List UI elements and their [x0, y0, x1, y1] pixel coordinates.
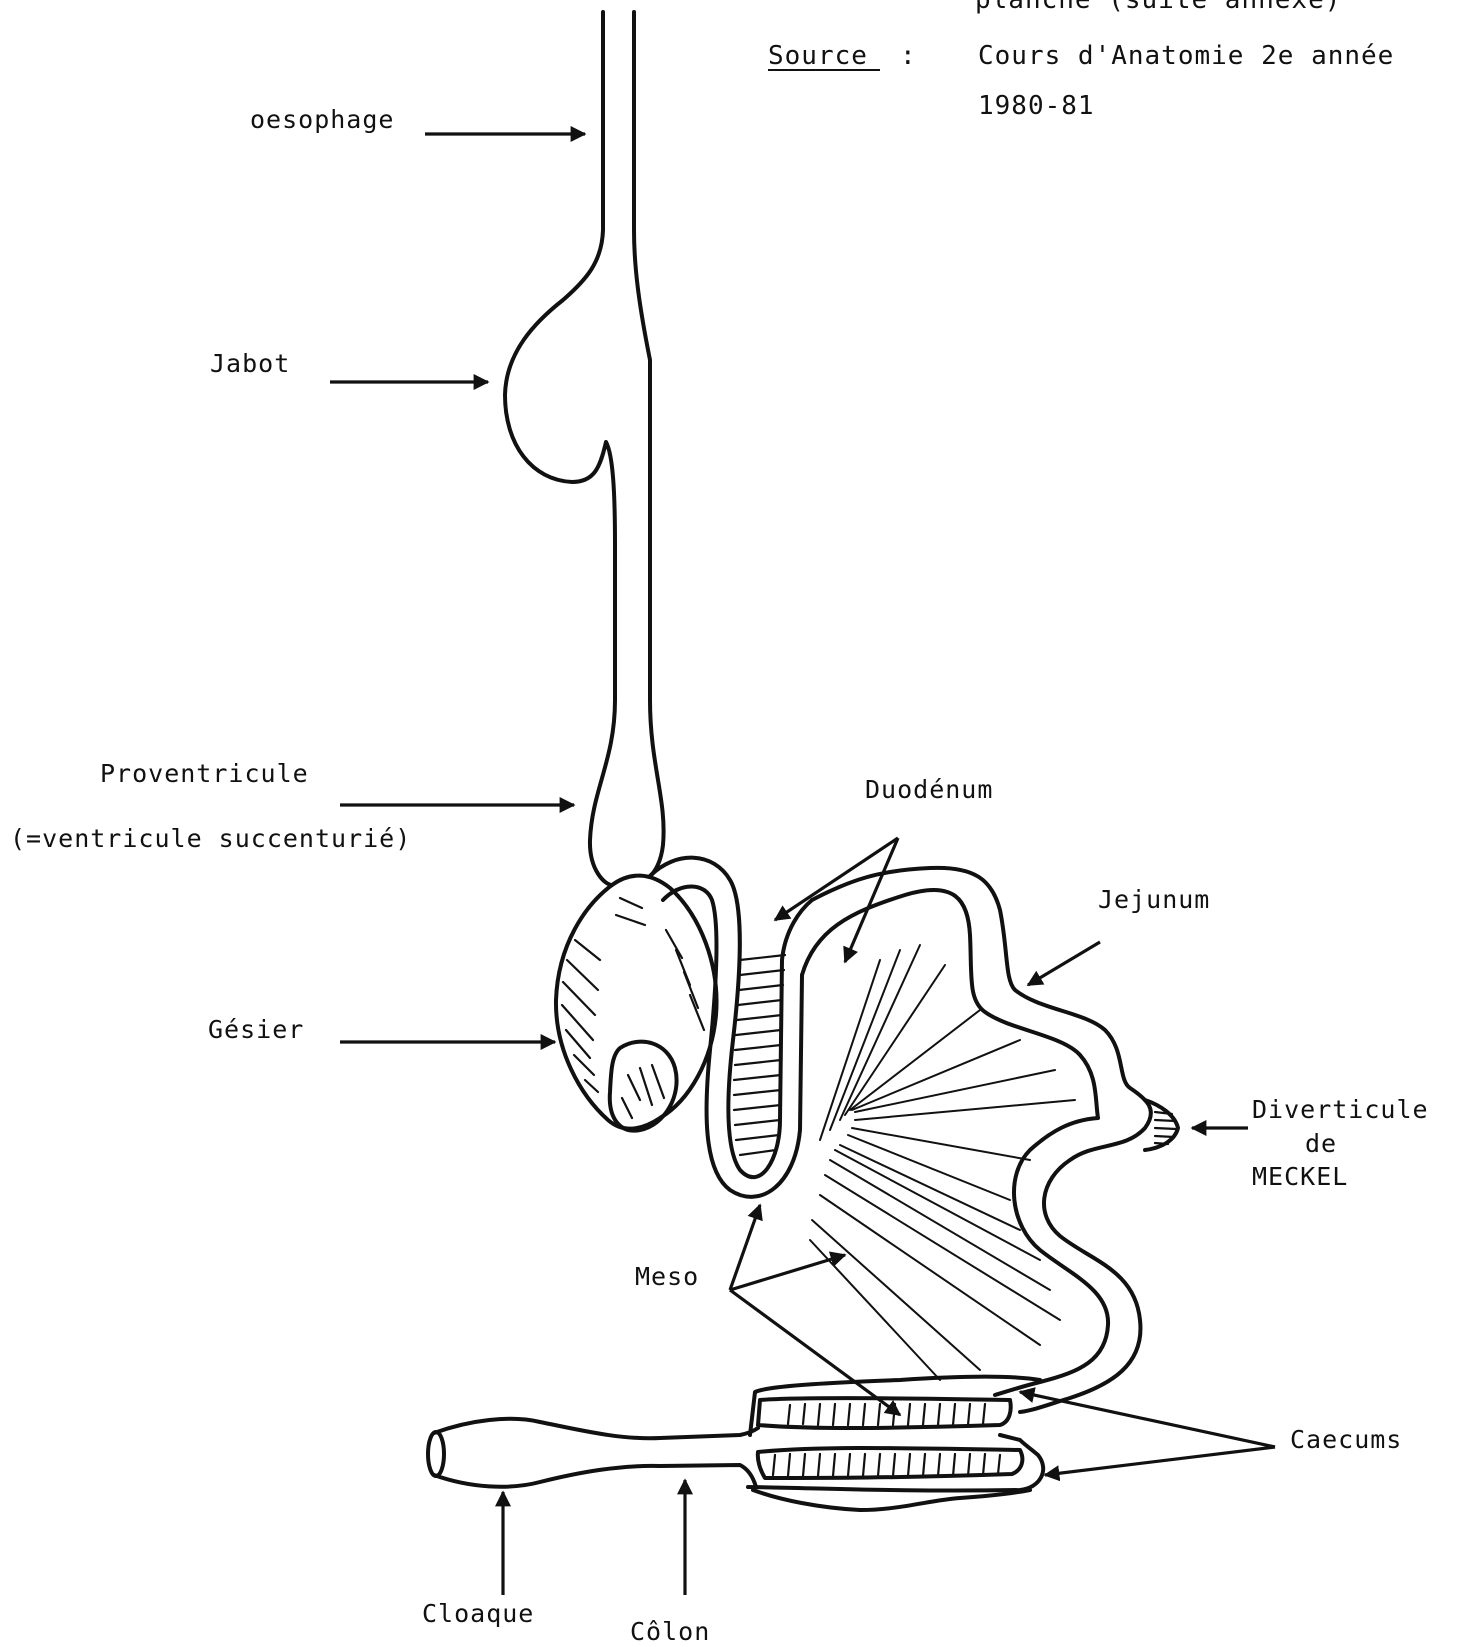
- label-jabot: Jabot: [210, 349, 290, 378]
- arrow-caecum-1: [1020, 1392, 1275, 1447]
- colon-cloaca-organ: [428, 1419, 758, 1487]
- source-note: planche (suite annexe) Source : Cours d'…: [768, 0, 1394, 121]
- organ-labels: oesophage Jabot Proventricule (=ventricu…: [10, 105, 1429, 1646]
- arrow-meso-2: [730, 1255, 845, 1290]
- label-proventricule-note: (=ventricule succenturié): [10, 824, 411, 853]
- label-gesier: Gésier: [208, 1015, 304, 1044]
- mesentery-lines: [810, 945, 1075, 1380]
- clipped-header-line: planche (suite annexe): [975, 0, 1341, 15]
- jejunum-organ: [802, 868, 1151, 1412]
- arrow-caecum-2: [1045, 1447, 1275, 1475]
- source-label: Source: [768, 41, 868, 71]
- label-caecums: Caecums: [1290, 1425, 1402, 1454]
- arrow-meso-1: [730, 1205, 760, 1290]
- pointer-arrows: [330, 134, 1275, 1595]
- duodenum-loop: [650, 858, 812, 1197]
- label-colon: Côlon: [630, 1617, 710, 1646]
- label-duodenum: Duodénum: [865, 775, 993, 804]
- arrow-jejunum: [1028, 942, 1100, 985]
- label-jejunum: Jejunum: [1098, 885, 1210, 914]
- label-proventricule: Proventricule: [100, 759, 309, 788]
- label-cloaque: Cloaque: [422, 1599, 534, 1628]
- label-diverticule: Diverticule: [1252, 1095, 1429, 1124]
- source-colon: :: [900, 41, 917, 71]
- label-oesophage: oesophage: [250, 105, 394, 134]
- gizzard-hatching: [562, 898, 704, 1118]
- oesophagus-organ: [505, 12, 664, 885]
- caeca-organ: [748, 1377, 1043, 1510]
- gizzard-organ: [556, 876, 717, 1131]
- source-line-1: Cours d'Anatomie 2e année: [978, 41, 1394, 71]
- label-diverticule-de: de: [1305, 1129, 1337, 1158]
- source-line-2: 1980-81: [978, 91, 1095, 121]
- label-meckel: MECKEL: [1252, 1162, 1348, 1191]
- label-meso: Meso: [635, 1262, 699, 1291]
